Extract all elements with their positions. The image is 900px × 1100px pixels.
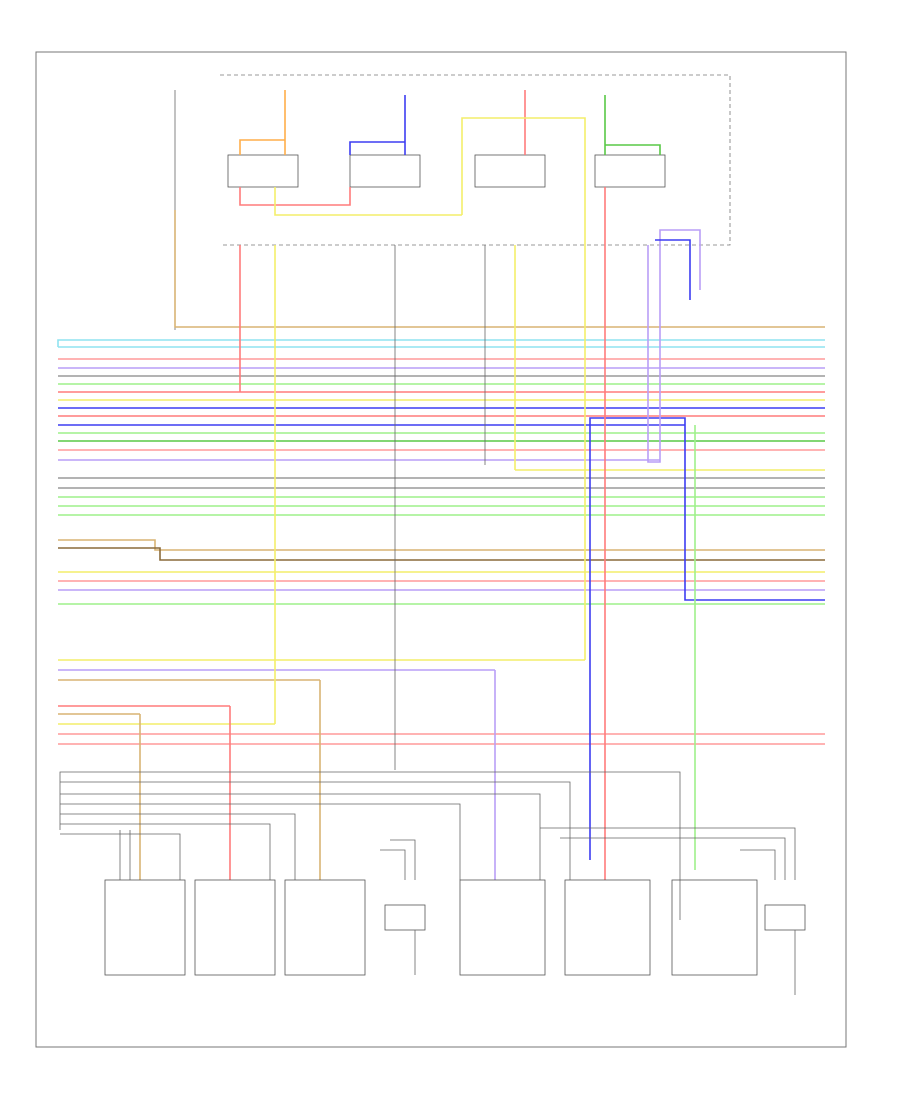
relay-box-2	[349, 154, 421, 188]
module-6	[671, 879, 758, 976]
sensor-1	[384, 904, 426, 931]
relay-box-4	[594, 154, 666, 188]
relay-box-1	[227, 154, 299, 188]
relay-feed-wires	[174, 90, 661, 330]
module-1	[104, 879, 186, 976]
module-4	[459, 879, 546, 976]
tan-feed-wire	[174, 210, 825, 328]
bottom-harness	[59, 771, 796, 920]
relay-box-3	[474, 154, 546, 188]
harness-bus	[57, 339, 825, 745]
module-3	[284, 879, 366, 976]
vertical-drops	[139, 187, 825, 880]
diagram-frame	[35, 51, 847, 1048]
relay-area-boundary	[220, 74, 731, 246]
module-row	[104, 879, 806, 995]
relay-group	[227, 154, 666, 188]
module-5	[564, 879, 651, 976]
sensor-2	[764, 904, 806, 931]
module-2	[194, 879, 276, 976]
